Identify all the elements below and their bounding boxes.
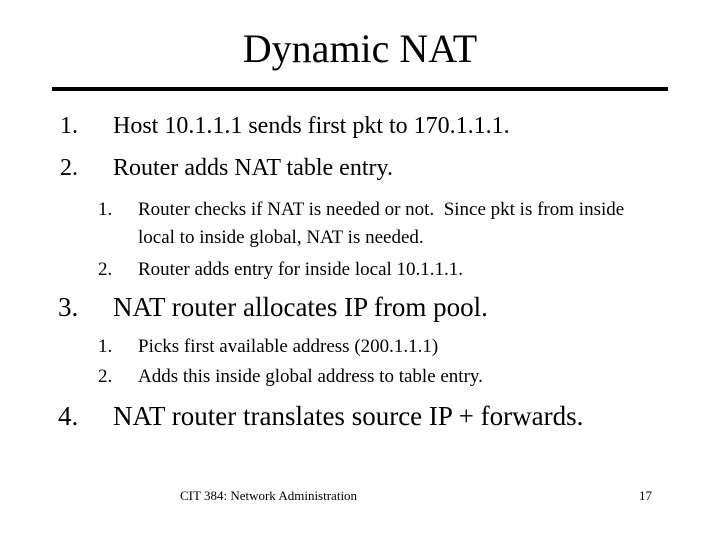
- list-item-number: 2.: [60, 155, 78, 181]
- slide-body: 1. Host 10.1.1.1 sends first pkt to 170.…: [0, 112, 720, 432]
- list-item-text: NAT router translates source IP + forwar…: [113, 401, 584, 431]
- footer-page-number: 17: [639, 488, 652, 503]
- list-item-text: Host 10.1.1.1 sends first pkt to 170.1.1…: [113, 113, 510, 139]
- sub-item-2-2: 2. Router adds entry for inside local 10…: [98, 256, 720, 284]
- list-item-number: 3.: [58, 292, 79, 322]
- list-item-number: 4.: [58, 401, 79, 431]
- list-item-number: 1.: [98, 199, 113, 220]
- list-item-2: 2. Router adds NAT table entry.: [60, 154, 720, 183]
- slide-title: Dynamic NAT: [242, 26, 478, 71]
- list-item-3: 3. NAT router allocates IP from pool.: [58, 291, 720, 323]
- list-item-text: Router adds entry for inside local 10.1.…: [138, 259, 464, 280]
- list-item-number: 1.: [98, 336, 113, 357]
- list-item-number: 2.: [98, 259, 113, 280]
- list-item-4: 4. NAT router translates source IP + for…: [58, 400, 720, 432]
- list-item-text: Picks first available address (200.1.1.1…: [138, 336, 439, 357]
- list-item-number: 2.: [98, 366, 113, 387]
- list-item-text: Router checks if NAT is needed or not. S…: [138, 199, 629, 248]
- list-item-number: 1.: [60, 113, 78, 139]
- list-item-text: Adds this inside global address to table…: [138, 366, 483, 387]
- title-divider-rule: [52, 87, 668, 91]
- sub-item-2-1: 1. Router checks if NAT is needed or not…: [98, 196, 720, 252]
- list-item-text: Router adds NAT table entry.: [113, 155, 393, 181]
- sub-item-3-2: 2. Adds this inside global address to ta…: [98, 363, 720, 391]
- list-item-1: 1. Host 10.1.1.1 sends first pkt to 170.…: [60, 112, 720, 141]
- sub-item-3-1: 1. Picks first available address (200.1.…: [98, 333, 720, 361]
- footer-course-label: CIT 384: Network Administration: [180, 488, 358, 503]
- list-item-text: NAT router allocates IP from pool.: [113, 292, 488, 322]
